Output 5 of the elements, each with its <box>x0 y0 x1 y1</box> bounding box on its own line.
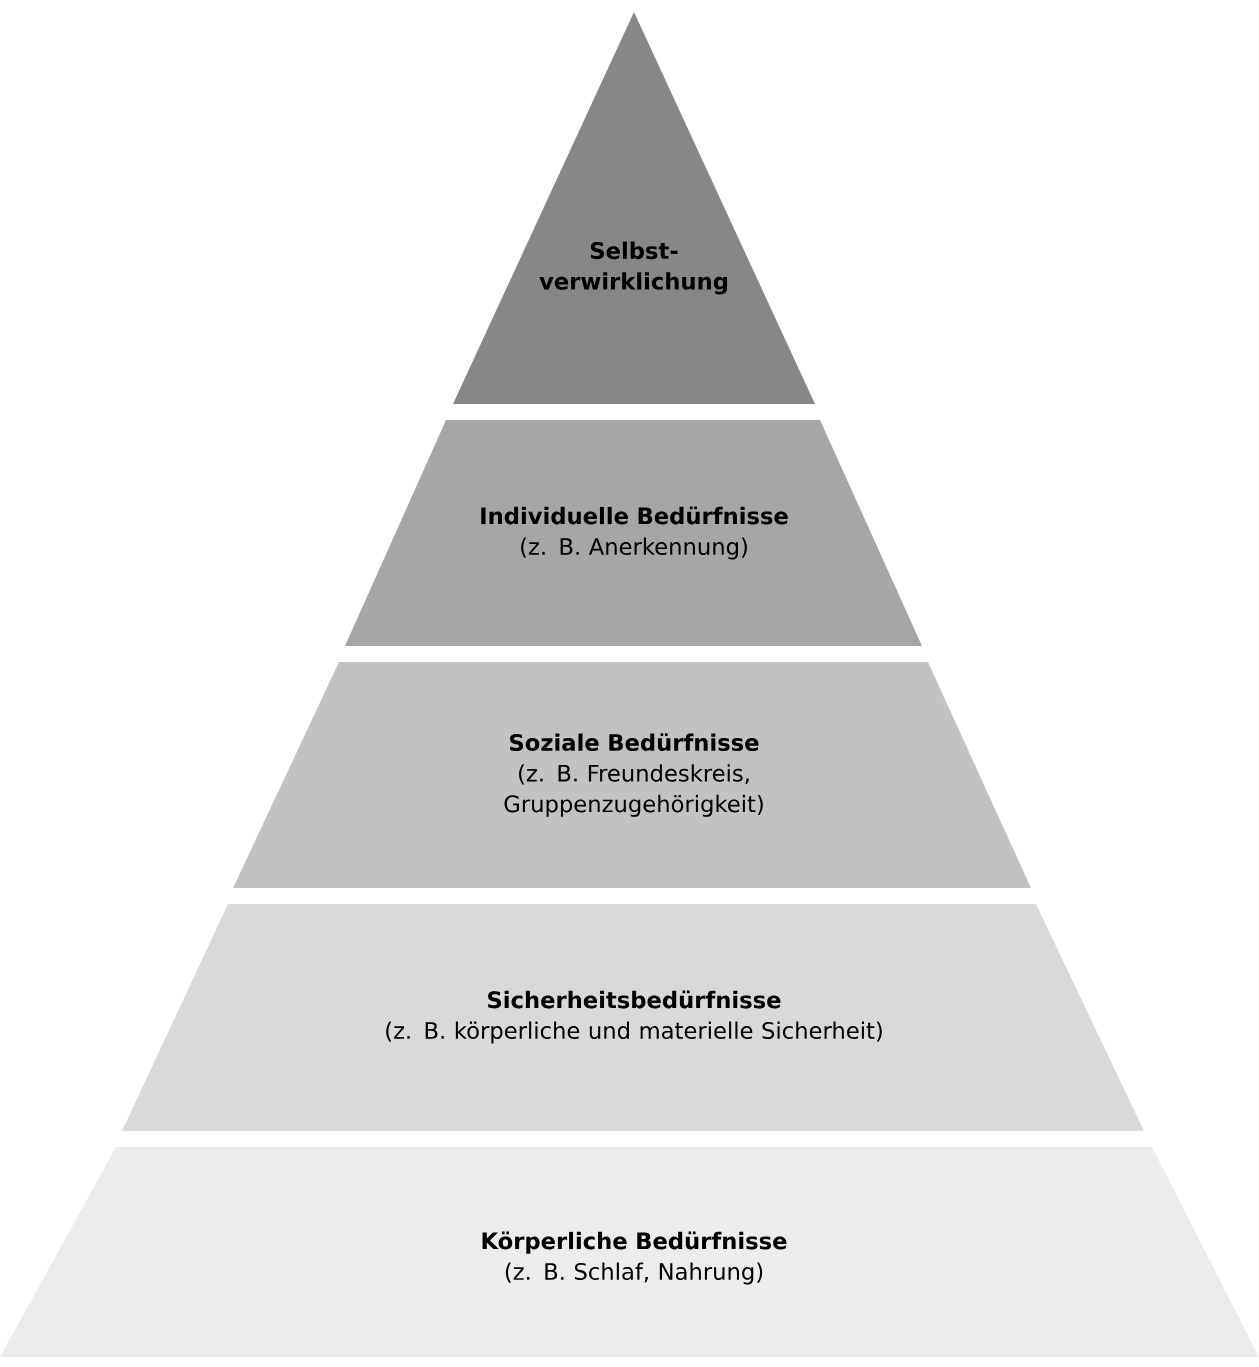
pyramid-level: Körperliche Bedürfnisse (z. B. Schlaf, Nahrung) <box>0 1147 1259 1357</box>
pyramid-level: Selbst- verwirklichung <box>453 12 815 404</box>
pyramid-level: Individuelle Bedürfnisse (z. B. Anerkennung) <box>345 420 922 646</box>
pyramid-level: Sicherheitsbedürfnisse (z. B. körperliche und materielle Sicherheit) <box>122 904 1144 1131</box>
pyramid-level: Soziale Bedürfnisse (z. B. Freundeskreis, Gruppenzugehörigkeit) <box>233 662 1031 888</box>
